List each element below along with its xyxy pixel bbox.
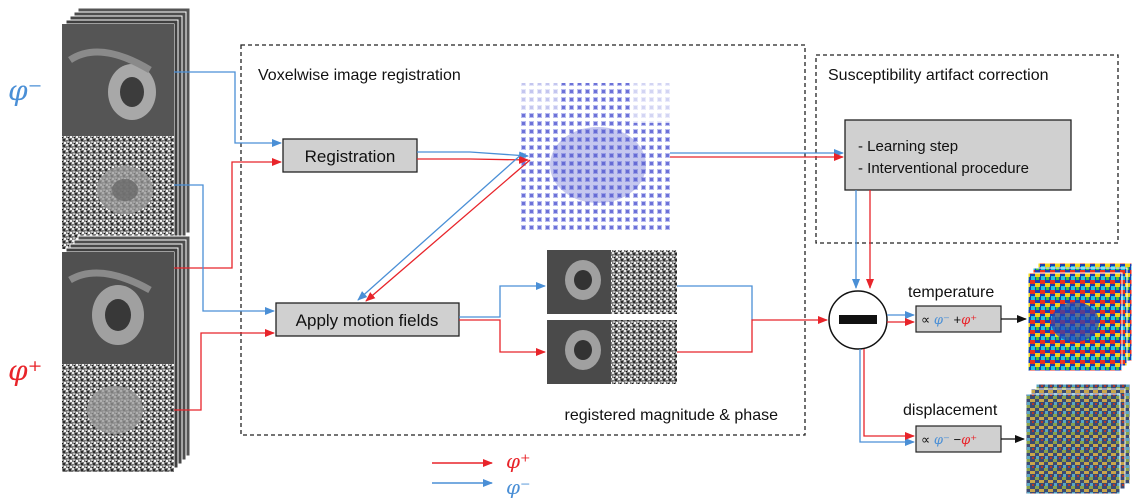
phi-plus-image-stack — [61, 235, 191, 473]
phi-minus-label: φ⁻ — [8, 74, 42, 107]
displacement-formula-box — [915, 425, 1002, 453]
temperature-label: temperature — [908, 284, 994, 301]
temperature-formula: ∝ φ⁻ +φ⁺ — [921, 312, 977, 328]
displacement-formula-prefix: ∝ — [921, 432, 934, 447]
connectors — [174, 71, 1027, 446]
correction-section-border — [815, 54, 1119, 244]
displacement-formula-phi-plus: φ⁺ — [961, 433, 977, 448]
phi-plus-label: φ⁺ — [8, 354, 42, 387]
registered-image-phi-minus — [547, 250, 677, 314]
motion-field-image — [518, 83, 670, 233]
displacement-formula: ∝ φ⁻ −φ⁺ — [921, 432, 977, 448]
legend: φ⁺ φ⁻ — [432, 449, 531, 499]
registered-output-caption: registered magnitude & phase — [565, 407, 779, 424]
correction-steps-box — [844, 119, 1072, 191]
temperature-formula-op: + — [950, 312, 961, 327]
registration-box-label: Registration — [305, 147, 396, 166]
correction-section-title: Susceptibility artifact correction — [828, 67, 1049, 84]
legend-phi-plus: φ⁺ — [506, 449, 531, 473]
registration-section-title: Voxelwise image registration — [258, 67, 461, 84]
correction-step-learning: - Learning step — [858, 138, 958, 155]
legend-phi-minus: φ⁻ — [506, 475, 531, 499]
temperature-formula-phi-plus: φ⁺ — [961, 313, 977, 328]
temperature-formula-prefix: ∝ — [921, 312, 934, 327]
registration-section-border — [240, 44, 806, 436]
registered-image-phi-plus — [547, 320, 677, 384]
apply-motion-fields-label: Apply motion fields — [296, 311, 439, 330]
displacement-formula-op: − — [950, 432, 961, 447]
displacement-map-stack — [1025, 383, 1131, 495]
temperature-formula-box — [915, 305, 1002, 333]
apply-motion-fields-box — [275, 302, 460, 337]
correction-step-interventional: - Interventional procedure — [858, 160, 1029, 177]
temperature-formula-phi-minus: φ⁻ — [934, 313, 950, 328]
displacement-label: displacement — [903, 402, 998, 419]
phi-minus-image-stack — [61, 7, 191, 250]
displacement-formula-phi-minus: φ⁻ — [934, 433, 950, 448]
temperature-map-stack — [1027, 262, 1133, 372]
minus-circle-icon — [828, 290, 888, 350]
registration-box — [282, 138, 418, 173]
